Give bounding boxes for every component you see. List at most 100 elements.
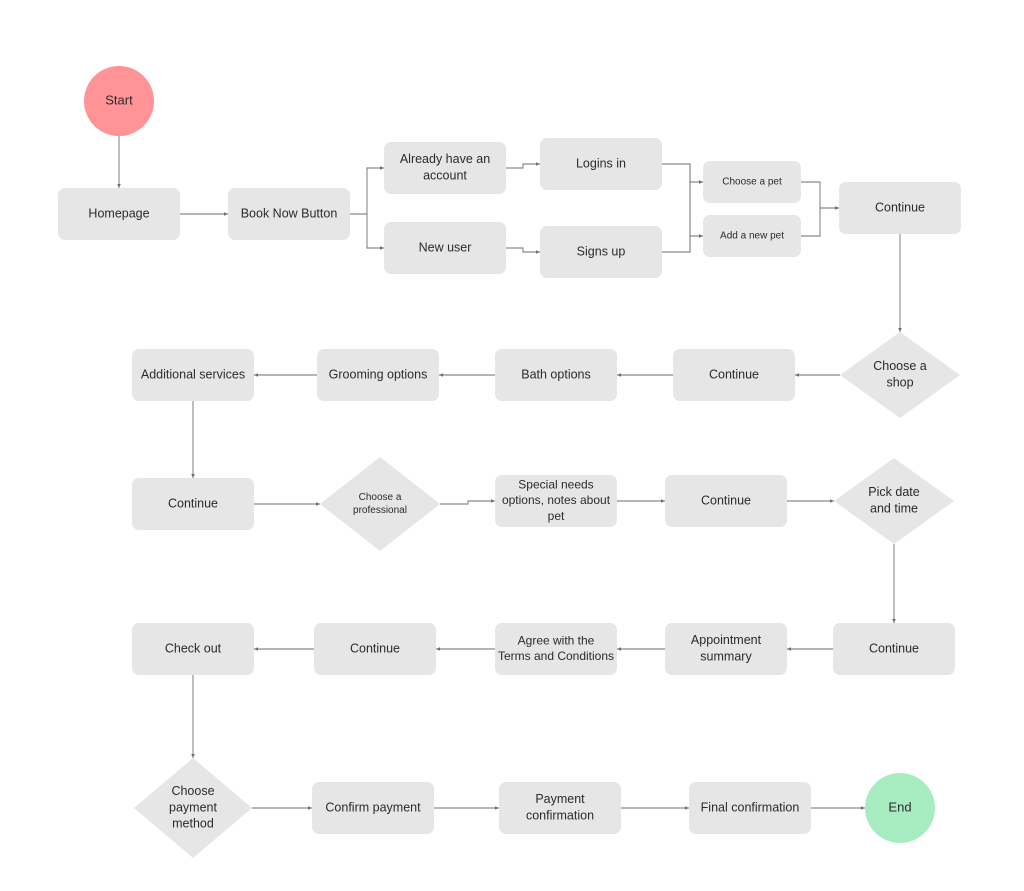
node-continue-6-shape [314, 623, 436, 675]
node-confirm-payment: Confirm payment [312, 782, 434, 834]
node-signs-up-shape [540, 226, 662, 278]
node-logins-in-shape [540, 138, 662, 190]
node-continue-1: Continue [839, 182, 961, 234]
node-new-user-shape [384, 222, 506, 274]
node-appointment-summary-label: Appointment [691, 633, 762, 647]
node-choose-pet-label: Choose a pet [722, 177, 782, 188]
node-choose-payment-label: method [172, 817, 214, 831]
node-bath-options-label: Bath options [521, 367, 591, 381]
node-appointment-summary-shape [665, 623, 787, 675]
node-continue-5-label: Continue [869, 641, 919, 655]
node-bath-options: Bath options [495, 349, 617, 401]
node-additional-services-label: Additional services [141, 367, 245, 381]
node-continue-2-label: Continue [709, 367, 759, 381]
node-check-out-shape [132, 623, 254, 675]
node-continue-2-shape [673, 349, 795, 401]
node-choose-professional-shape [320, 457, 440, 551]
node-choose-shop: Choose a shop [840, 332, 960, 418]
node-signs-up-label: Signs up [577, 244, 626, 258]
node-final-confirmation-shape [689, 782, 811, 834]
node-end-shape [865, 773, 935, 843]
node-payment-confirmation-label: confirmation [526, 808, 594, 822]
node-final-confirmation-label: Final confirmation [701, 800, 800, 814]
node-payment-confirmation: Payment confirmation [499, 782, 621, 834]
node-grooming-options-label: Grooming options [329, 367, 428, 381]
node-choose-professional-label: Choose a [359, 492, 402, 503]
node-continue-5-shape [833, 623, 955, 675]
node-book-now: Book Now Button [228, 188, 350, 240]
node-logins-in: Logins in [540, 138, 662, 190]
node-choose-pet-shape [703, 161, 801, 203]
node-continue-3: Continue [132, 478, 254, 530]
node-continue-4-label: Continue [701, 493, 751, 507]
node-signs-up: Signs up [540, 226, 662, 278]
node-homepage: Homepage [58, 188, 180, 240]
node-pick-date-shape [834, 458, 954, 544]
node-continue-4-shape [665, 475, 787, 527]
node-choose-shop-label: Choose a [873, 359, 927, 373]
node-agree-terms-label: Agree with the [518, 633, 595, 647]
node-special-needs-label: Special needs [518, 478, 593, 492]
edge-choose-professional-to-special-needs [440, 499, 495, 505]
node-choose-professional-label: professional [353, 505, 407, 516]
node-choose-shop-shape [840, 332, 960, 418]
node-add-pet-label: Add a new pet [720, 231, 784, 242]
edge-logins-in-to-add-pet [662, 163, 703, 238]
node-already-account-label: account [423, 168, 467, 182]
node-agree-terms-shape [495, 623, 617, 675]
edge-signs-up-to-add-pet [662, 234, 703, 253]
node-special-needs-shape [495, 475, 617, 527]
node-payment-confirmation-shape [499, 782, 621, 834]
node-choose-shop-label: shop [886, 375, 913, 389]
node-end-label: End [888, 799, 911, 814]
node-special-needs-label: options, notes about [502, 493, 611, 507]
node-already-account-shape [384, 142, 506, 194]
node-pick-date-label: Pick date [868, 485, 919, 499]
node-add-pet-shape [703, 215, 801, 257]
edge-new-user-to-signs-up [506, 247, 540, 254]
edge-logins-in-to-choose-pet [662, 163, 703, 184]
node-homepage-label: Homepage [88, 206, 149, 220]
node-choose-payment-label: Choose [171, 784, 214, 798]
node-book-now-label: Book Now Button [241, 206, 338, 220]
node-final-confirmation: Final confirmation [689, 782, 811, 834]
node-continue-2: Continue [673, 349, 795, 401]
node-pick-date: Pick date and time [834, 458, 954, 544]
node-additional-services-shape [132, 349, 254, 401]
node-grooming-options: Grooming options [317, 349, 439, 401]
node-new-user-label: New user [419, 240, 472, 254]
node-homepage-shape [58, 188, 180, 240]
node-start: Start [84, 66, 154, 136]
node-logins-in-label: Logins in [576, 156, 626, 170]
node-continue-4: Continue [665, 475, 787, 527]
node-start-shape [84, 66, 154, 136]
node-new-user: New user [384, 222, 506, 274]
node-continue-6: Continue [314, 623, 436, 675]
node-payment-confirmation-label: Payment [535, 792, 585, 806]
node-confirm-payment-label: Confirm payment [325, 800, 421, 814]
node-choose-professional: Choose a professional [320, 457, 440, 551]
edge-already-account-to-logins-in [506, 162, 540, 169]
node-special-needs-label: pet [548, 509, 565, 523]
node-choose-payment-shape [134, 758, 252, 858]
node-choose-pet: Choose a pet [703, 161, 801, 203]
node-continue-1-shape [839, 182, 961, 234]
node-start-label: Start [105, 92, 133, 107]
node-continue-5: Continue [833, 623, 955, 675]
node-bath-options-shape [495, 349, 617, 401]
edge-book-now-to-new-user [350, 213, 384, 250]
node-pick-date-label: and time [870, 501, 918, 515]
edge-choose-pet-to-continue-1 [801, 181, 839, 210]
node-choose-payment: Choose payment method [134, 758, 252, 858]
node-agree-terms-label: Terms and Conditions [498, 649, 614, 663]
node-additional-services: Additional services [132, 349, 254, 401]
edges-layer [117, 136, 902, 810]
node-confirm-payment-shape [312, 782, 434, 834]
node-continue-3-shape [132, 478, 254, 530]
node-choose-payment-label: payment [169, 800, 217, 814]
